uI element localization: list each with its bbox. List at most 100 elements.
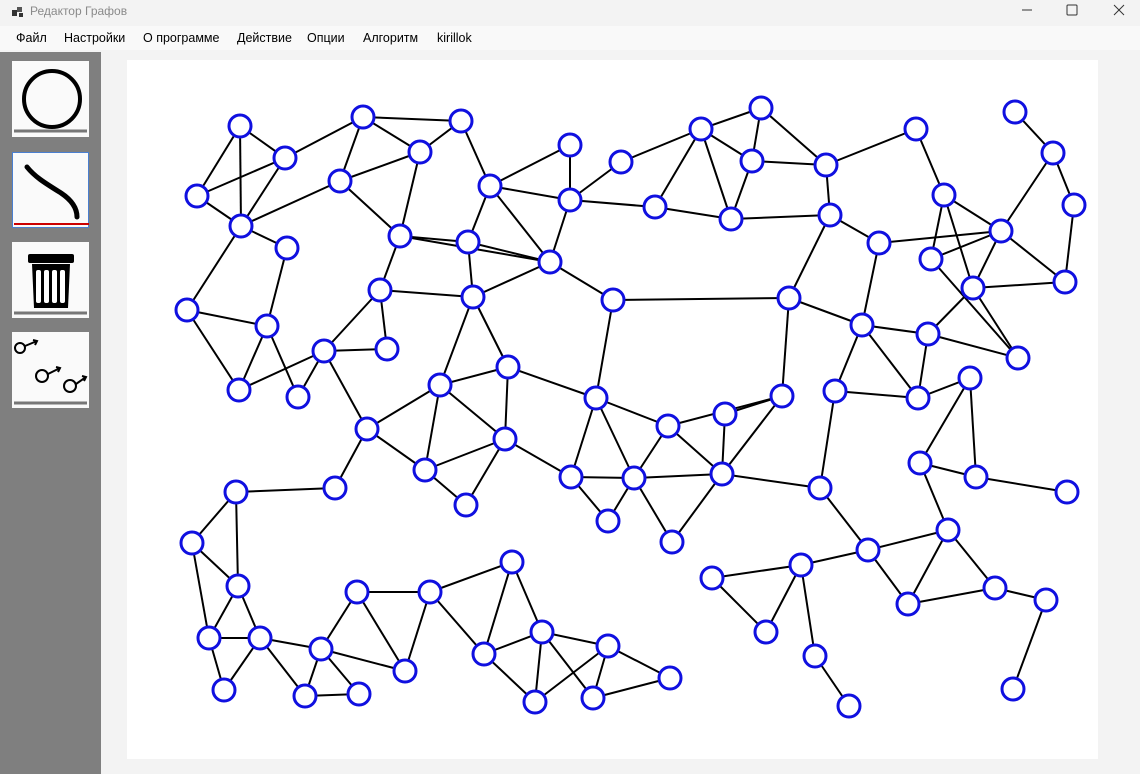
graph-edge[interactable] [595, 397, 635, 479]
graph-edge[interactable] [711, 564, 802, 579]
graph-edge[interactable] [235, 487, 336, 493]
graph-vertex[interactable] [308, 636, 334, 662]
graph-edge[interactable] [972, 287, 1019, 359]
graph-edge[interactable] [489, 185, 551, 263]
graph-vertex[interactable] [903, 116, 929, 142]
graph-edge[interactable] [721, 395, 783, 475]
graph-vertex[interactable] [621, 465, 647, 491]
graph-vertex[interactable] [322, 475, 348, 501]
graph-vertex[interactable] [918, 246, 944, 272]
graph-edge[interactable] [867, 529, 949, 551]
graph-vertex[interactable] [557, 132, 583, 158]
graph-vertex[interactable] [211, 677, 237, 703]
graph-edge[interactable] [191, 542, 210, 639]
graph-edge[interactable] [700, 128, 732, 220]
graph-edge[interactable] [620, 128, 702, 163]
graph-edge[interactable] [439, 296, 474, 386]
graph-vertex[interactable] [776, 285, 802, 311]
graph-edge[interactable] [235, 491, 239, 587]
graph-edge[interactable] [511, 561, 543, 633]
graph-edge[interactable] [339, 180, 401, 237]
graph-vertex[interactable] [960, 275, 986, 301]
graph-vertex[interactable] [807, 475, 833, 501]
graph-vertex[interactable] [174, 297, 200, 323]
graph-edge[interactable] [1064, 204, 1075, 283]
graph-vertex[interactable] [931, 182, 957, 208]
graph-vertex[interactable] [247, 625, 273, 651]
graph-vertex[interactable] [769, 383, 795, 409]
graph-vertex[interactable] [739, 148, 765, 174]
graph-vertex[interactable] [272, 145, 298, 171]
close-icon[interactable] [1094, 0, 1140, 24]
graph-vertex[interactable] [179, 530, 205, 556]
graph-vertex[interactable] [226, 377, 252, 403]
graph-vertex[interactable] [1033, 587, 1059, 613]
graph-edge[interactable] [930, 258, 1019, 359]
graph-vertex[interactable] [657, 665, 683, 691]
graph-vertex[interactable] [935, 517, 961, 543]
graph-edge[interactable] [569, 199, 656, 208]
graph-vertex[interactable] [427, 372, 453, 398]
graph-edge[interactable] [760, 107, 827, 166]
graph-edge[interactable] [861, 242, 880, 326]
graph-vertex[interactable] [412, 457, 438, 483]
graph-edge[interactable] [429, 591, 485, 655]
graph-edge[interactable] [429, 561, 513, 593]
graph-vertex[interactable] [905, 385, 931, 411]
graph-edge[interactable] [721, 473, 821, 489]
graph-edge[interactable] [819, 390, 836, 489]
graph-edge[interactable] [472, 296, 509, 368]
graph-edge[interactable] [819, 487, 869, 551]
graph-vertex[interactable] [595, 508, 621, 534]
graph-vertex[interactable] [642, 194, 668, 220]
graph-edge[interactable] [969, 377, 977, 478]
graph-edge[interactable] [711, 577, 767, 633]
delete-tool-button[interactable] [12, 242, 89, 318]
graph-edge[interactable] [379, 289, 474, 298]
graph-vertex[interactable] [915, 321, 941, 347]
graph-vertex[interactable] [788, 552, 814, 578]
graph-edge[interactable] [834, 390, 919, 399]
graph-vertex[interactable] [822, 378, 848, 404]
graph-edge[interactable] [671, 473, 723, 543]
graph-edge[interactable] [240, 157, 286, 227]
graph-edge[interactable] [612, 297, 790, 301]
graph-edge[interactable] [399, 151, 421, 237]
graph-vertex[interactable] [836, 693, 862, 719]
menu-algorithm[interactable]: Алгоритм [363, 31, 419, 45]
graph-vertex[interactable] [748, 95, 774, 121]
graph-edge[interactable] [1000, 230, 1066, 283]
graph-edge[interactable] [654, 128, 702, 208]
graph-edge[interactable] [595, 299, 614, 399]
graph-edge[interactable] [943, 194, 974, 289]
graph-vertex[interactable] [228, 213, 254, 239]
graph-edge[interactable] [323, 289, 381, 352]
graph-vertex[interactable] [712, 401, 738, 427]
graph-edge[interactable] [927, 333, 1019, 359]
graph-edge[interactable] [266, 247, 288, 327]
graph-vertex[interactable] [1052, 269, 1078, 295]
graph-edge[interactable] [439, 384, 506, 440]
graph-vertex[interactable] [346, 681, 372, 707]
graph-vertex[interactable] [802, 643, 828, 669]
graph-vertex[interactable] [600, 287, 626, 313]
graph-edge[interactable] [404, 591, 431, 672]
graph-vertex[interactable] [495, 354, 521, 380]
graph-edge[interactable] [800, 564, 816, 657]
graph-vertex[interactable] [595, 633, 621, 659]
graph-vertex[interactable] [558, 464, 584, 490]
graph-edge[interactable] [1000, 152, 1054, 232]
graph-edge[interactable] [366, 384, 441, 430]
graph-vertex[interactable] [688, 116, 714, 142]
graph-vertex[interactable] [963, 464, 989, 490]
graph-edge[interactable] [534, 645, 609, 703]
graph-vertex[interactable] [354, 416, 380, 442]
graph-vertex[interactable] [817, 202, 843, 228]
menu-settings[interactable]: Настройки [64, 31, 126, 45]
graph-vertex[interactable] [583, 385, 609, 411]
graph-edge[interactable] [186, 309, 268, 327]
graph-edge[interactable] [919, 377, 971, 464]
graph-vertex[interactable] [855, 537, 881, 563]
graph-vertex[interactable] [184, 183, 210, 209]
graph-vertex[interactable] [1005, 345, 1031, 371]
